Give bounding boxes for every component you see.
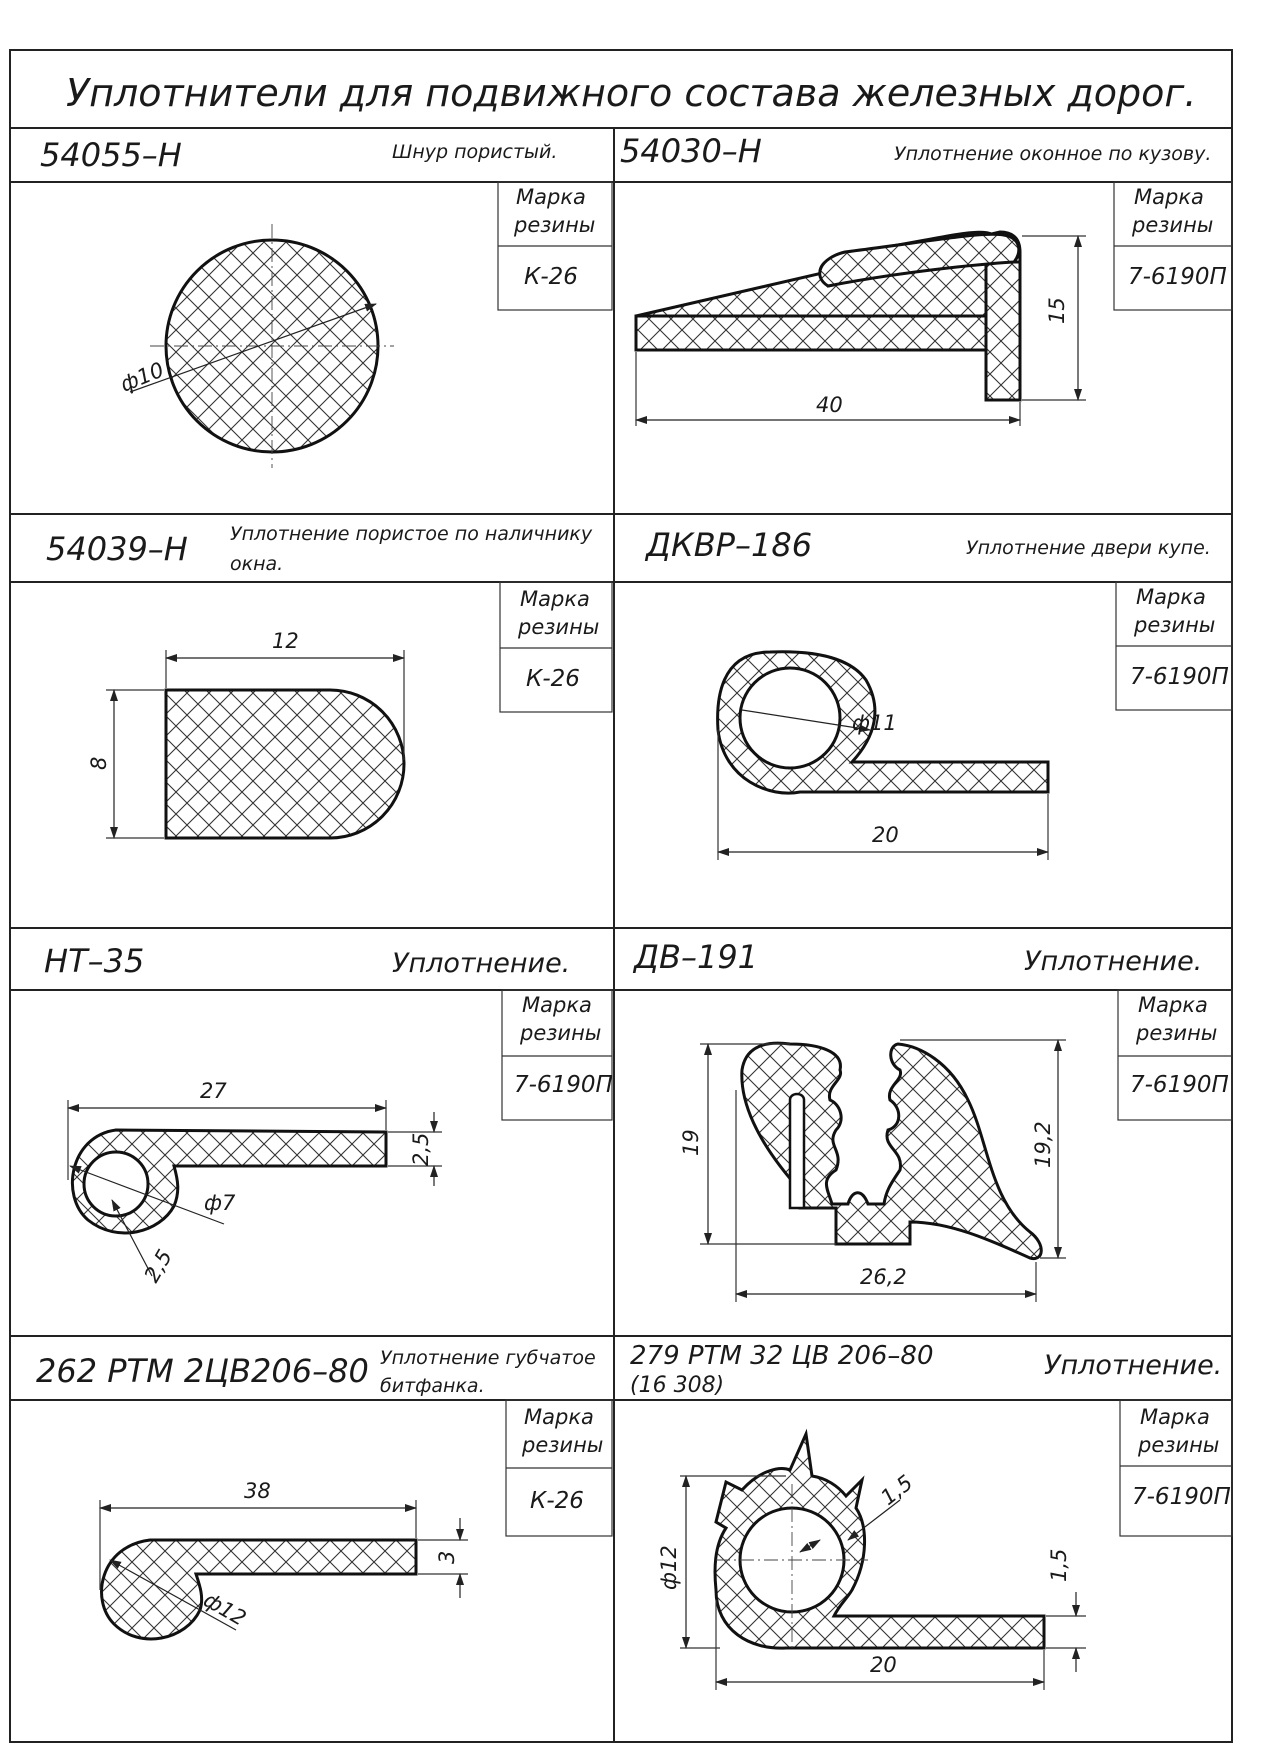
dim-diameter: ф7	[204, 1191, 236, 1215]
cell3-desc-line2: окна.	[230, 553, 283, 575]
dim-width: 38	[244, 1479, 271, 1503]
mark-label: Марка	[520, 587, 590, 611]
dim-width: 40	[816, 393, 843, 417]
mark-label: резины	[517, 615, 599, 639]
cell3-desc-line1: Уплотнение пористое по наличнику	[230, 523, 593, 545]
dim-width: 26,2	[860, 1265, 907, 1289]
grade-value: К-26	[526, 666, 580, 692]
mark-label: Марка	[516, 185, 586, 209]
grade-value: К-26	[530, 1488, 584, 1514]
dim-wall: 1,5	[876, 1470, 917, 1509]
profile-262rtm: 38 3 ф12	[99, 1479, 468, 1641]
cell8-code-line1: 279 РТМ 32 ЦВ 206–80	[630, 1341, 934, 1371]
profile-54030: 40 15	[634, 230, 1086, 426]
page-title: Уплотнители для подвижного состава желез…	[66, 71, 1196, 115]
profile-nt35: 27 2,5 ф7 2,5	[67, 1079, 442, 1287]
cell1-desc: Шнур пористый.	[392, 141, 557, 163]
profile-54055: ф10	[117, 224, 394, 468]
cell6-code: ДВ–191	[632, 938, 758, 976]
cell7-desc-line2: битфанка.	[380, 1375, 485, 1397]
dim-width: 20	[872, 823, 899, 847]
cell1-code: 54055–Н	[40, 136, 182, 174]
dim-height-right: 19,2	[1031, 1121, 1055, 1168]
grade-value: 7-6190П	[514, 1072, 613, 1098]
dim-width: 27	[200, 1079, 227, 1103]
cell3-code: 54039–Н	[46, 530, 188, 568]
mark-label: резины	[1137, 1433, 1219, 1457]
dim-wall: 2,5	[140, 1246, 177, 1287]
cell7-desc-line1: Уплотнение губчатое	[380, 1347, 596, 1369]
profile-54039: 12 8	[87, 629, 406, 840]
cell2-code: 54030–Н	[620, 132, 762, 170]
profile-dkvr186: ф11 20	[716, 650, 1050, 860]
mark-label: резины	[513, 213, 595, 237]
mark-label: резины	[1131, 213, 1213, 237]
mark-label: резины	[521, 1433, 603, 1457]
profile-dv191: 19 19,2 26,2	[679, 1039, 1066, 1302]
grade-value: 7-6190П	[1130, 1072, 1229, 1098]
grade-value: К-26	[524, 264, 578, 290]
mark-label: Марка	[524, 1405, 594, 1429]
grade-value: 7-6190П	[1132, 1484, 1231, 1510]
cell8-code-line2: (16 308)	[630, 1373, 724, 1398]
mark-label: резины	[1135, 1021, 1217, 1045]
mark-label: Марка	[1134, 185, 1204, 209]
mark-label: Марка	[1138, 993, 1208, 1017]
dim-thickness: 3	[435, 1551, 459, 1564]
dim-thickness: 2,5	[409, 1133, 433, 1166]
sheet-frame	[9, 49, 1233, 1743]
dim-flange: 1,5	[1047, 1549, 1071, 1582]
dim-height: 15	[1045, 297, 1069, 324]
grade-boxes	[497, 181, 1233, 1537]
dim-diameter: ф12	[657, 1545, 681, 1590]
cell4-code: ДКВР–186	[644, 526, 812, 564]
grade-value: 7-6190П	[1130, 664, 1229, 690]
cell6-desc: Уплотнение.	[1024, 946, 1202, 977]
cell8-desc: Уплотнение.	[1044, 1350, 1222, 1381]
dim-width: 20	[870, 1653, 897, 1677]
mark-label: Марка	[1140, 1405, 1210, 1429]
mark-label: Марка	[1136, 585, 1206, 609]
dim-diameter: ф10	[117, 358, 167, 397]
mark-label: резины	[1133, 613, 1215, 637]
dim-height: 8	[87, 757, 111, 770]
dim-height: 19	[679, 1129, 703, 1156]
cell5-desc: Уплотнение.	[392, 948, 570, 979]
cell4-desc: Уплотнение двери купе.	[966, 537, 1211, 559]
dim-diameter: ф11	[852, 711, 897, 735]
cell2-desc: Уплотнение оконное по кузову.	[894, 143, 1211, 165]
mark-label: резины	[519, 1021, 601, 1045]
cell7-code: 262 РТМ 2ЦВ206–80	[36, 1352, 369, 1390]
grade-labels: Марка резины К-26 Марка резины 7-6190П М…	[513, 185, 1231, 1514]
mark-label: Марка	[522, 993, 592, 1017]
grade-value: 7-6190П	[1128, 264, 1227, 290]
profile-279rtm: 1,5 ф12 1,5 20	[657, 1428, 1086, 1690]
cell5-code: НТ–35	[44, 942, 144, 980]
dim-width: 12	[272, 629, 299, 653]
